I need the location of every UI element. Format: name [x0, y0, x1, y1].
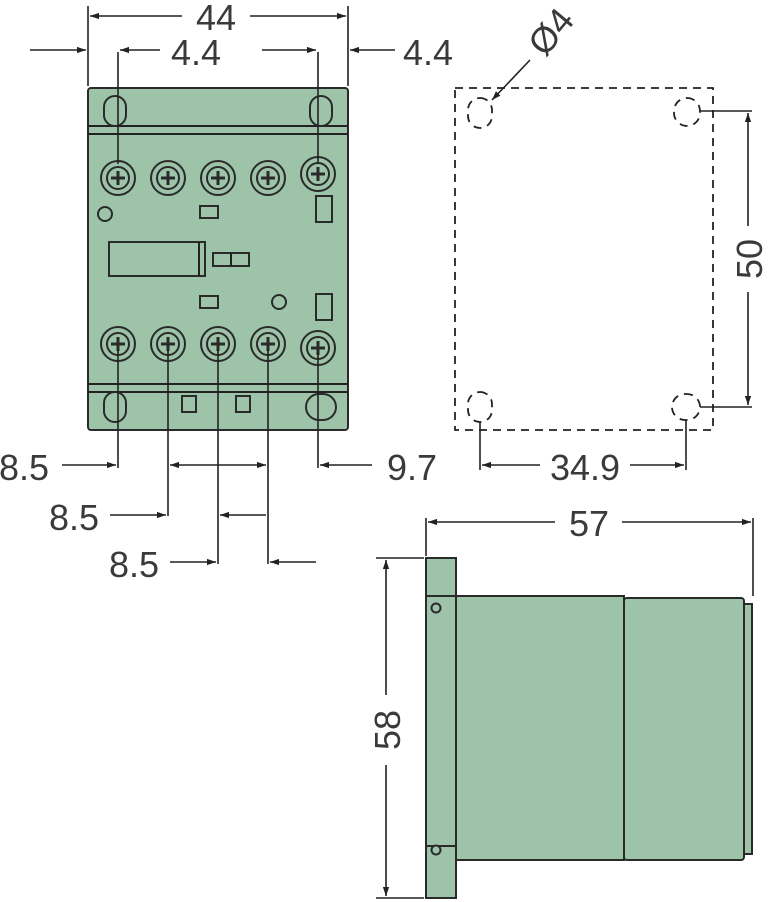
mounting-slot-icon [103, 391, 127, 423]
right-terminal-offset-label: 4.4 [403, 32, 453, 73]
label-window-icon [199, 205, 219, 219]
side-body-main [455, 595, 625, 861]
mounting-hole-icon [671, 393, 701, 421]
hole-vertical-spacing-label: 50 [729, 239, 768, 279]
mounting-slot-icon [305, 393, 337, 421]
base-plate [425, 595, 457, 847]
footprint-outline-dashed [454, 87, 714, 431]
terminal-screw-icon [200, 160, 236, 196]
depth-label: 57 [569, 503, 609, 544]
left-terminal-offset-label: 4.4 [171, 32, 221, 73]
mounting-hole-view: Ø4 50 34.9 [454, 0, 768, 488]
aux-window-icon [315, 293, 333, 321]
terminal-screw-icon [250, 160, 286, 196]
aux-window-icon [315, 195, 333, 223]
mounting-slot-icon [309, 95, 333, 127]
rivet-icon [430, 844, 442, 856]
pitch-2-label: 8.5 [49, 497, 99, 538]
hole-diameter-leader [491, 59, 531, 101]
hole-horizontal-spacing-label: 34.9 [550, 447, 620, 488]
terminal-screw-icon [150, 160, 186, 196]
pitch-1-label: 8.5 [0, 447, 49, 488]
mounting-slot-icon [103, 95, 127, 127]
width-dimension-label: 44 [196, 0, 236, 38]
led-indicator-icon [271, 294, 287, 310]
clip-tab-icon [235, 395, 251, 413]
terminal-screw-icon [100, 160, 136, 196]
terminal-screw-icon [300, 330, 336, 366]
clip-tab-icon [181, 395, 197, 413]
mounting-hole-icon [467, 97, 493, 129]
height-label: 58 [367, 710, 408, 750]
mounting-slots [103, 95, 337, 423]
label-window-icon [199, 295, 219, 309]
pitch-3-label: 8.5 [109, 544, 159, 585]
hole-diameter-label: Ø4 [520, 0, 582, 63]
right-offset-label: 9.7 [387, 447, 437, 488]
mounting-hole-icon [673, 97, 701, 127]
mounting-hole-icon [467, 391, 493, 423]
front-view: 44 4.4 4.4 8.5 9.7 8.5 8.5 [0, 0, 453, 585]
terminal-screws [100, 156, 336, 366]
side-body-cover [623, 597, 745, 861]
side-body-edge [743, 603, 753, 855]
led-indicator-icon [97, 206, 113, 222]
side-view: 57 58 [367, 503, 754, 899]
rivet-icon [430, 602, 442, 614]
coil-marking-plate [108, 241, 206, 277]
